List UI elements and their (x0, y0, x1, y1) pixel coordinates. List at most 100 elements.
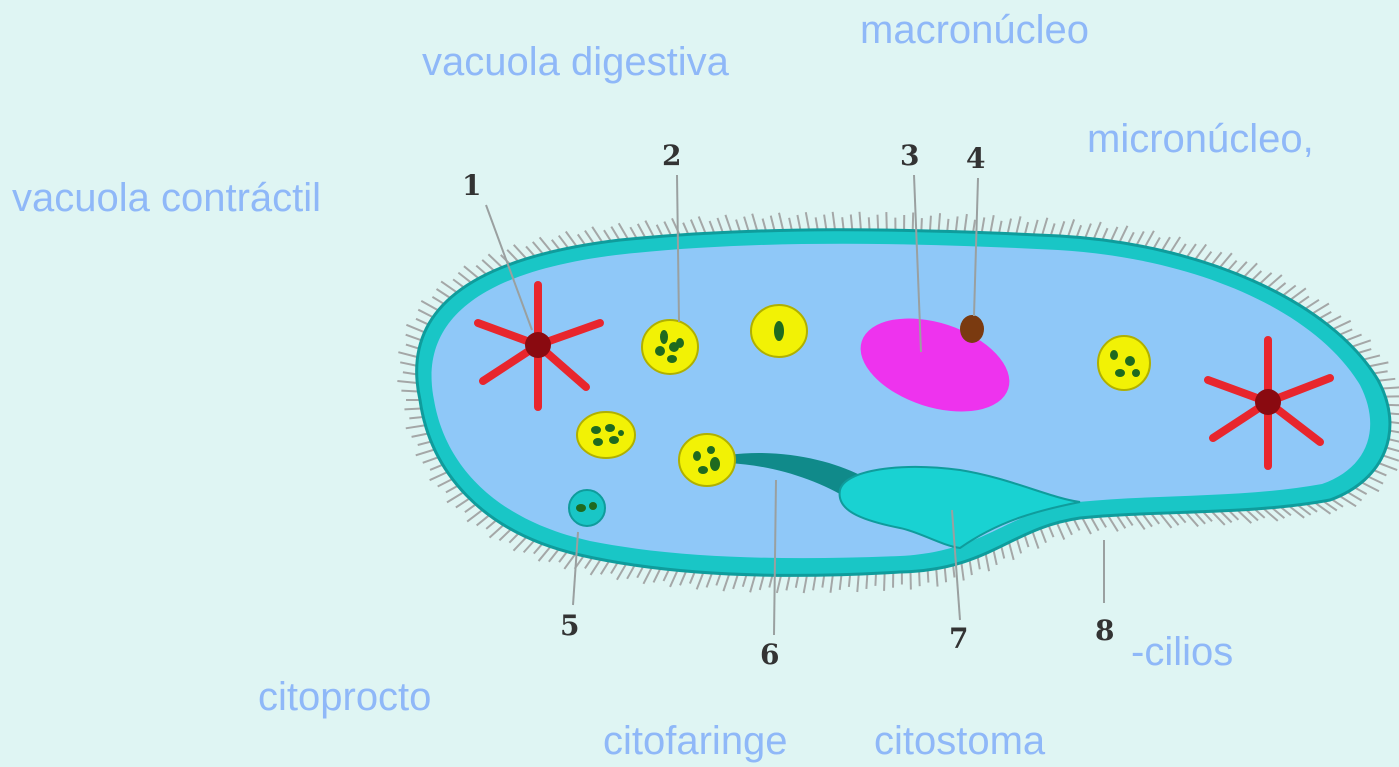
cilium (654, 568, 661, 582)
cilium (643, 567, 651, 583)
cilium (680, 571, 686, 585)
cilium (526, 246, 535, 256)
cilium (1051, 223, 1055, 235)
cilium (1347, 492, 1361, 500)
cilium (1244, 263, 1257, 277)
cilium (733, 574, 738, 589)
cilium (611, 227, 619, 240)
cilium (1194, 512, 1205, 524)
cilium (939, 213, 940, 231)
cilium (965, 214, 967, 232)
cilium (566, 232, 577, 247)
cilium (1203, 252, 1211, 262)
cilium (1151, 514, 1159, 524)
cilium (1332, 499, 1343, 506)
cilium (438, 479, 453, 487)
cilium (453, 279, 464, 287)
cilium (456, 498, 470, 507)
cilium (691, 220, 697, 234)
cilium (875, 573, 876, 586)
number-3: 3 (900, 139, 919, 172)
cilium (524, 540, 535, 552)
cilium (707, 573, 712, 587)
number-1: 1 (462, 169, 481, 202)
cilium (1212, 252, 1222, 264)
cilium (1374, 470, 1387, 475)
cilium (412, 434, 429, 437)
cilium (476, 266, 486, 275)
cilium (1082, 518, 1091, 534)
cilium (1358, 349, 1371, 353)
cilium (986, 553, 989, 571)
cilium (514, 245, 527, 259)
cilium (1085, 224, 1091, 238)
cilium (430, 472, 448, 480)
cilium (822, 575, 824, 587)
cilium (978, 557, 980, 569)
cilium (953, 565, 954, 578)
cilium (1134, 514, 1145, 529)
cilium (1352, 340, 1371, 346)
cilium (1346, 335, 1362, 341)
cilium (697, 572, 704, 589)
cilium (830, 575, 832, 593)
cilium (437, 289, 451, 298)
cilium (744, 217, 749, 232)
cilium (1108, 516, 1118, 532)
cilium (1091, 517, 1099, 531)
cilium (401, 391, 418, 392)
cilium (1379, 463, 1397, 470)
cilium (1049, 525, 1054, 537)
cilium (690, 572, 695, 584)
cilium (982, 217, 985, 232)
cilium (769, 575, 772, 587)
cilium (1355, 488, 1367, 495)
cilium (736, 220, 740, 232)
cilium (604, 230, 611, 241)
cilium (611, 562, 618, 573)
cilium (447, 492, 464, 502)
cilium (1195, 244, 1206, 259)
cilium (1017, 539, 1021, 554)
cilium (1368, 477, 1383, 484)
cilium (1119, 226, 1127, 243)
cilium (1305, 300, 1319, 309)
cilium (1099, 516, 1106, 527)
cilium (559, 236, 569, 249)
cilium (796, 575, 798, 587)
cilium (418, 310, 433, 318)
cilium (750, 575, 755, 592)
cilium (513, 537, 526, 551)
cilium (601, 561, 609, 574)
cilium (432, 297, 444, 304)
cilium (534, 544, 543, 554)
cilium (716, 573, 720, 585)
cilium (1168, 513, 1178, 525)
cilium (1362, 482, 1379, 491)
cilium (816, 217, 818, 229)
cilium (1378, 379, 1395, 381)
cilium (1220, 253, 1232, 267)
digestive-vacuole (751, 305, 807, 357)
cilium (1260, 273, 1272, 284)
cilium (743, 575, 747, 587)
cilium (869, 217, 870, 230)
cilium (1268, 275, 1282, 288)
cilium (779, 213, 783, 231)
cilium (928, 570, 929, 583)
cilium (630, 227, 636, 238)
cilium (1016, 216, 1020, 234)
cilium (1333, 321, 1351, 329)
cilium (1125, 515, 1132, 526)
cilium (552, 240, 560, 250)
cilium (564, 554, 575, 569)
cilium (936, 569, 937, 587)
cilium (1364, 355, 1380, 359)
cilium (1179, 244, 1186, 255)
cilium (1386, 447, 1399, 451)
cilium (771, 216, 775, 231)
cilium (619, 223, 628, 239)
digestive-vacuole (679, 434, 735, 486)
cilium (617, 564, 626, 580)
cilium (397, 381, 417, 383)
